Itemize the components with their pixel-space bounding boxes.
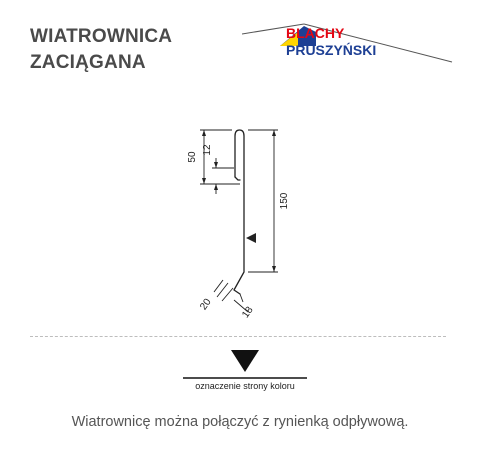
title-line-1: WIATROWNICA — [30, 26, 173, 47]
legend-label: oznaczenie strony koloru — [195, 381, 295, 391]
brand-logo: BLACHY PRUSZYŃSKI — [242, 23, 453, 63]
profile-hook — [234, 176, 241, 181]
dim-label-50: 50 — [187, 151, 198, 163]
section-divider — [30, 336, 446, 337]
page-title: WIATROWNICA ZACIĄGANA — [30, 24, 172, 76]
logo-text-line-2: PRUSZYŃSKI — [286, 42, 376, 58]
profile-outline — [233, 129, 245, 295]
logo-accent-shape — [280, 32, 298, 46]
dim-label-20: 20 — [198, 296, 214, 312]
logo-text-line-1: BLACHY — [286, 25, 345, 41]
dim-label-12: 12 — [202, 144, 213, 156]
color-side-triangle-icon — [231, 350, 259, 372]
profile-drawing: 50 12 150 20 18 — [187, 129, 290, 320]
legend-graphic — [183, 350, 307, 379]
dim-label-150: 150 — [279, 192, 290, 209]
title-line-2: ZACIĄGANA — [30, 52, 146, 73]
color-side-marker — [246, 233, 256, 243]
footer-note: Wiatrownicę można połączyć z rynienką od… — [71, 414, 409, 430]
